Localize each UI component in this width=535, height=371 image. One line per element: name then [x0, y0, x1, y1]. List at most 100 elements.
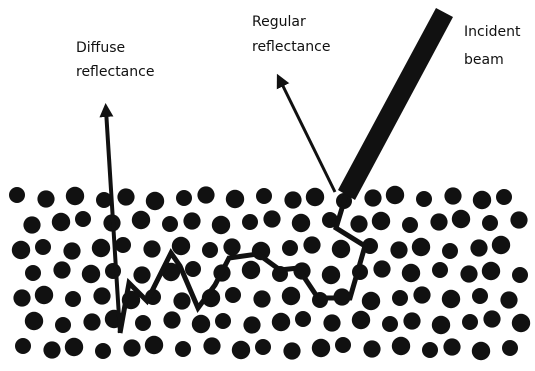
particle	[292, 214, 310, 232]
particle	[35, 286, 53, 304]
particle	[483, 310, 500, 327]
particle	[452, 210, 470, 228]
regular-reflectance-arrow	[280, 80, 335, 192]
particle	[215, 313, 231, 329]
particle	[66, 187, 84, 205]
particle	[162, 216, 178, 232]
particle	[12, 241, 30, 259]
particle	[282, 287, 300, 305]
particle	[416, 191, 432, 207]
particle	[473, 191, 491, 209]
particle	[500, 291, 517, 308]
particle	[105, 263, 121, 279]
particle	[115, 237, 131, 253]
particle	[202, 242, 218, 258]
particle	[203, 337, 220, 354]
particle	[386, 186, 404, 204]
diffuse-label-line1: Diffuse	[76, 40, 125, 56]
particle	[35, 239, 51, 255]
particle	[412, 238, 430, 256]
particle	[442, 243, 458, 259]
particle	[496, 189, 512, 205]
particle	[392, 337, 410, 355]
particle-field	[9, 186, 530, 360]
particle	[332, 240, 350, 258]
particle	[132, 211, 150, 229]
particle	[472, 288, 488, 304]
particle	[95, 343, 111, 359]
particle	[43, 341, 60, 358]
particle	[392, 290, 408, 306]
particle	[65, 338, 83, 356]
particle	[232, 341, 250, 359]
particle	[462, 314, 478, 330]
particle	[362, 292, 380, 310]
particle	[192, 315, 210, 333]
particle	[255, 339, 271, 355]
particle	[242, 214, 258, 230]
particle	[55, 317, 71, 333]
particle	[163, 311, 180, 328]
particle	[212, 216, 230, 234]
particle	[284, 191, 301, 208]
particle	[13, 289, 30, 306]
particle	[263, 210, 280, 227]
particle	[335, 337, 351, 353]
particle	[145, 336, 163, 354]
particle	[352, 311, 370, 329]
particle	[364, 189, 381, 206]
particle	[226, 190, 244, 208]
particle	[133, 266, 150, 283]
particle	[123, 339, 140, 356]
particle	[92, 239, 110, 257]
particle	[9, 187, 25, 203]
particle	[460, 265, 477, 282]
particle	[117, 188, 134, 205]
particle	[402, 264, 420, 282]
particle	[312, 339, 330, 357]
particle	[23, 216, 40, 233]
particle	[172, 237, 190, 255]
particle	[482, 215, 498, 231]
particle	[75, 211, 91, 227]
particle	[295, 311, 311, 327]
particle	[306, 188, 324, 206]
particle	[432, 316, 450, 334]
incident-label-line2: beam	[464, 52, 504, 68]
particle	[225, 287, 241, 303]
particle	[444, 187, 461, 204]
particle	[63, 242, 80, 259]
particle	[135, 315, 151, 331]
particle	[143, 240, 160, 257]
particle	[52, 213, 70, 231]
particle	[323, 314, 340, 331]
particle	[382, 316, 398, 332]
incident-beam	[338, 8, 453, 200]
particle	[482, 262, 500, 280]
particle	[185, 261, 201, 277]
particle	[25, 312, 43, 330]
particle	[350, 215, 367, 232]
particle	[15, 338, 31, 354]
particle	[65, 291, 81, 307]
particle	[470, 239, 487, 256]
particle	[430, 213, 447, 230]
particle	[363, 340, 380, 357]
particle	[402, 217, 418, 233]
particle	[253, 290, 270, 307]
particle	[413, 286, 430, 303]
particle	[403, 312, 420, 329]
particle	[432, 262, 448, 278]
particle	[303, 236, 320, 253]
particle	[93, 287, 110, 304]
incident-label-line1: Incident	[464, 24, 521, 40]
regular-label-line1: Regular	[252, 14, 306, 30]
particle	[272, 313, 290, 331]
particle	[372, 212, 390, 230]
particle	[373, 260, 390, 277]
particle	[242, 261, 260, 279]
diffuse-label-line2: reflectance	[76, 64, 154, 80]
particle	[173, 292, 190, 309]
particle	[510, 211, 527, 228]
regular-label-line2: reflectance	[252, 39, 330, 55]
